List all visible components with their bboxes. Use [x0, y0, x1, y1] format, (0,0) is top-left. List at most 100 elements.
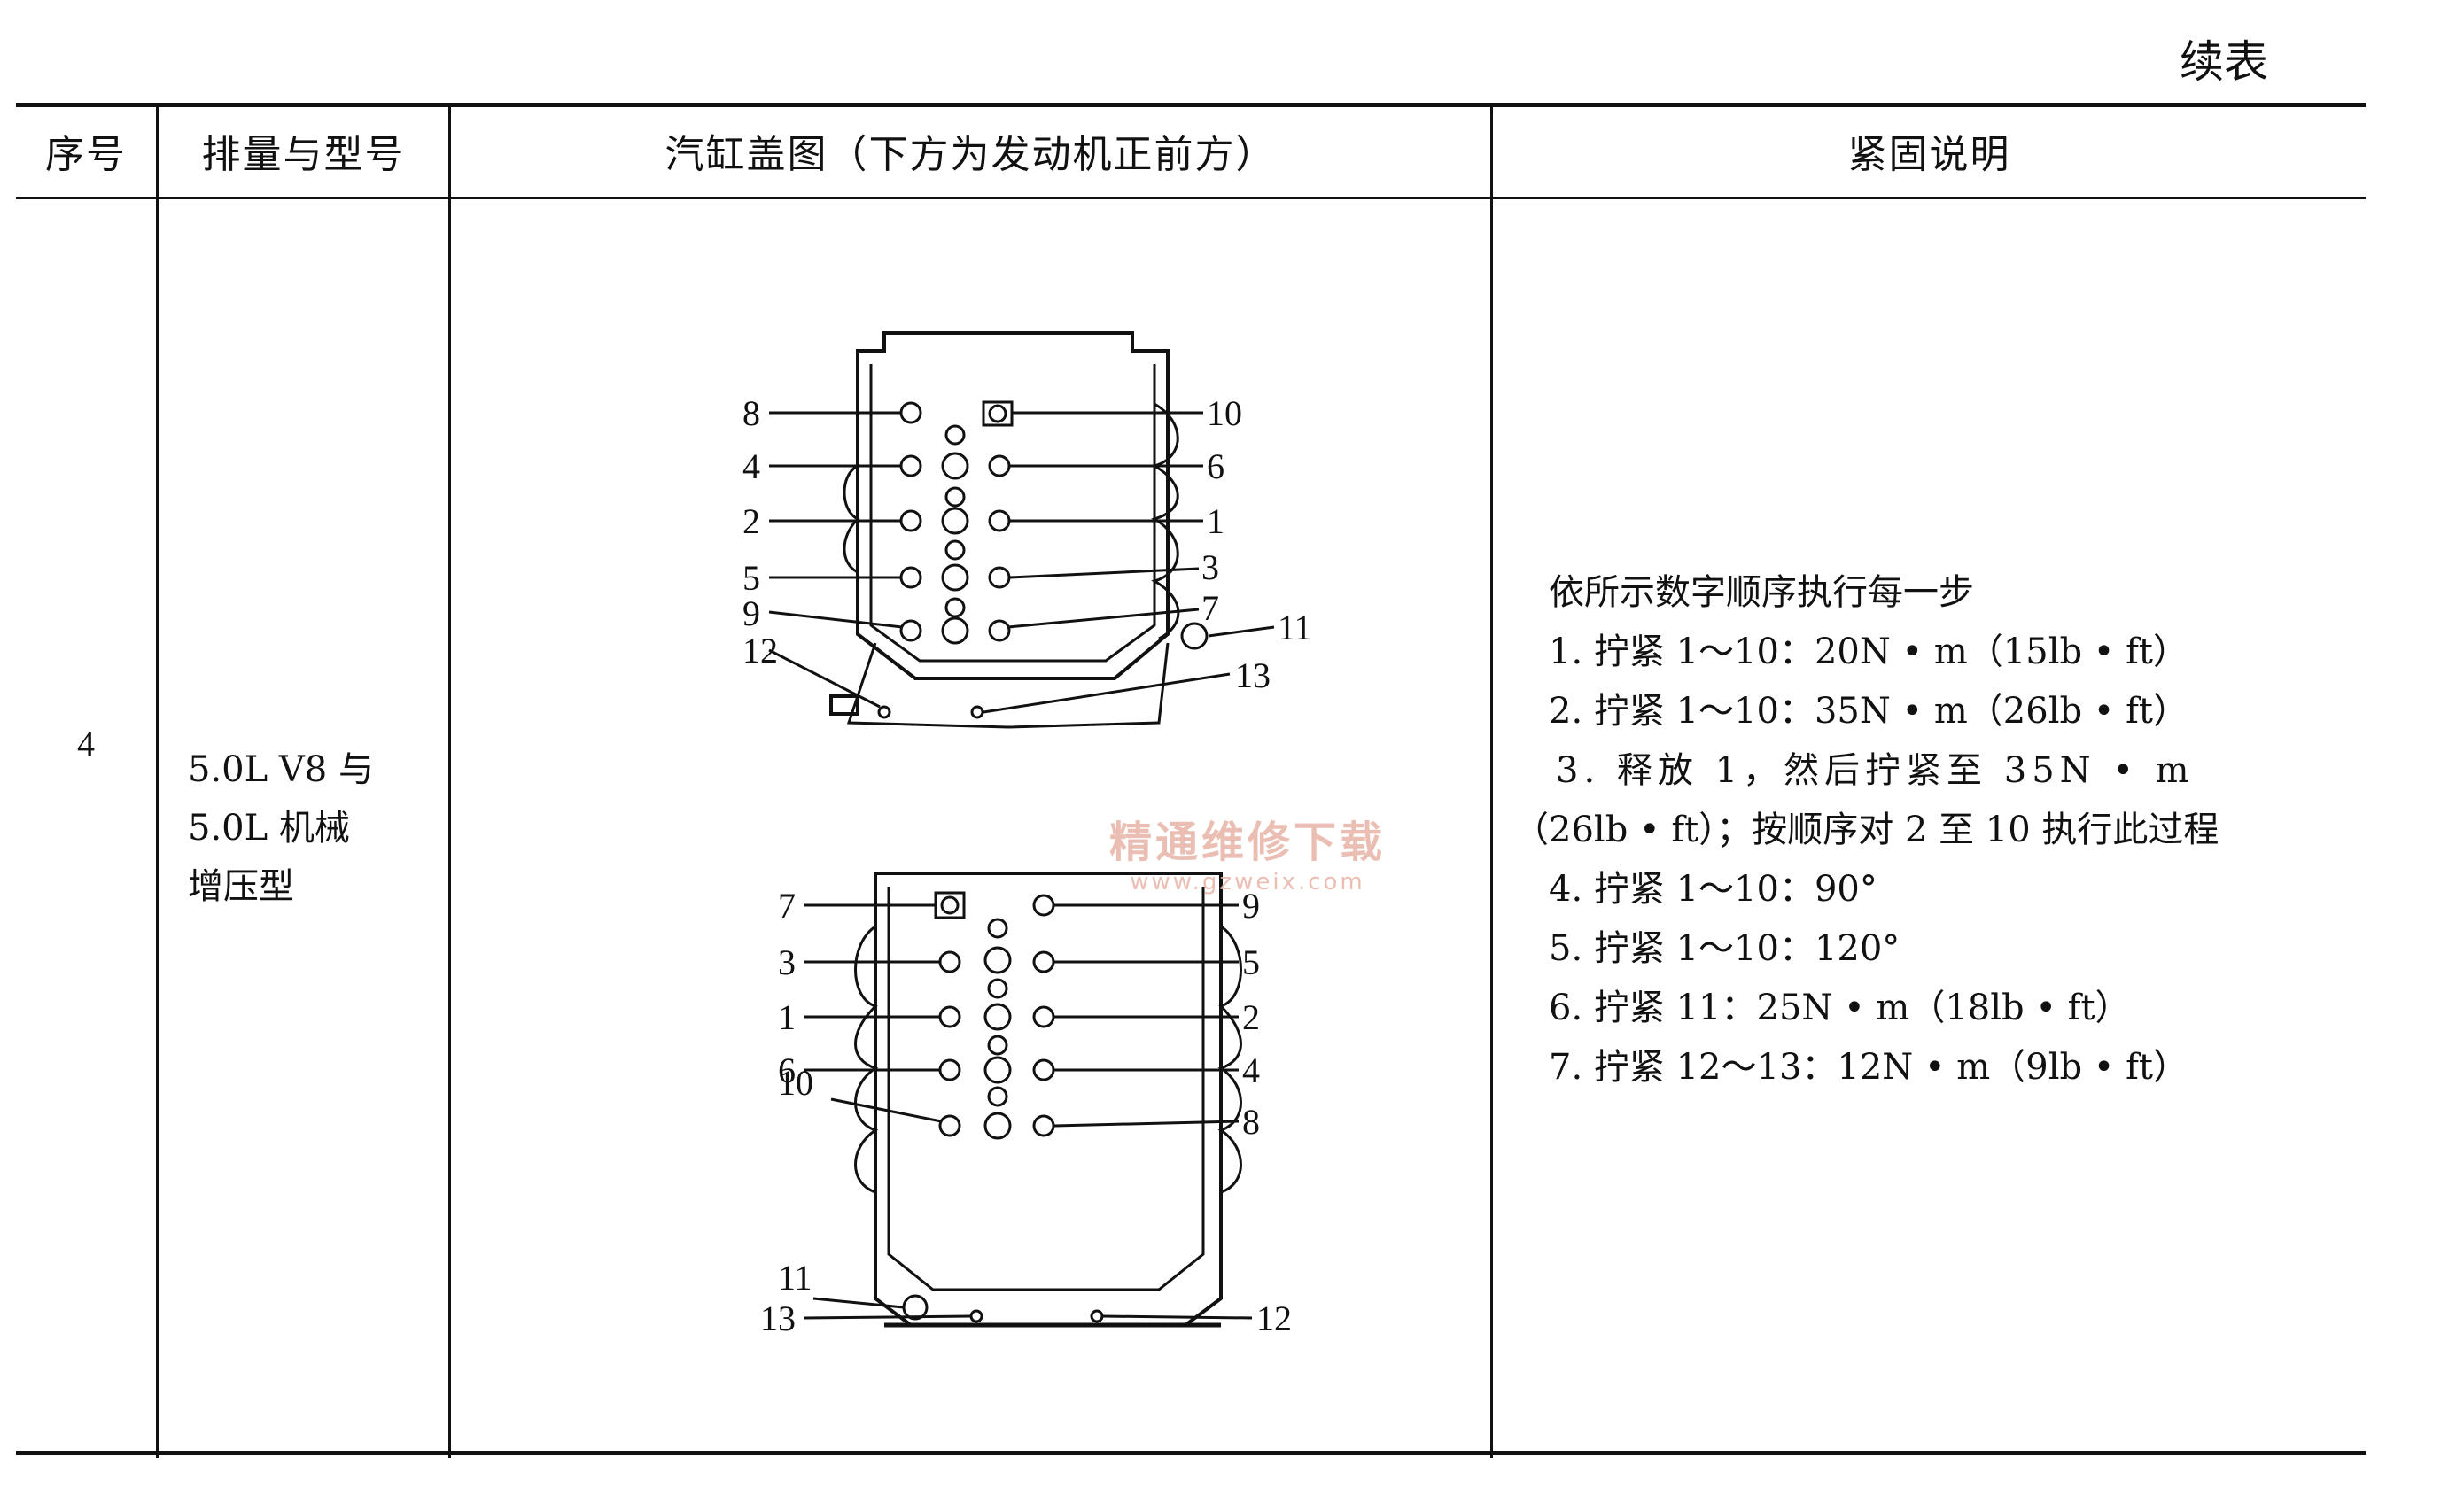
- bolt-hole-11: [1180, 622, 1209, 650]
- bolt-hole: [988, 619, 1011, 642]
- label-bottom: 4: [1242, 1050, 1260, 1090]
- center-hole: [983, 1112, 1012, 1140]
- bolt-hole: [938, 1058, 961, 1081]
- bolt-hole: [988, 566, 1011, 589]
- head-outline: [856, 331, 1170, 680]
- bolt-hole: [938, 950, 961, 973]
- watermark-url: www.gzweix.com: [1130, 869, 1365, 895]
- instruction-line: 3. 释放 1，然后拧紧至 35N • m: [1556, 750, 2195, 791]
- continued-label: 续表: [2180, 36, 2268, 88]
- instruction-line: 依所示数字顺序执行每一步: [1549, 572, 1974, 613]
- center-hole: [941, 507, 969, 535]
- label-bottom: 8: [1242, 1102, 1260, 1142]
- label-bottom: 10: [778, 1063, 813, 1103]
- bolt-hole: [899, 401, 922, 424]
- bolt-hole: [899, 509, 922, 532]
- label-top: 10: [1207, 393, 1242, 433]
- label-top: 12: [742, 631, 778, 670]
- instruction-line: 7. 拧紧 12～13：12N • m（9lb • ft）: [1549, 1047, 2188, 1088]
- instruction-line: 4. 拧紧 1～10：90°: [1549, 869, 1877, 910]
- bolt-hole: [988, 454, 1011, 477]
- bolt-hole-12: [877, 705, 891, 719]
- bolt-hole: [940, 895, 960, 915]
- label-bottom: 3: [778, 942, 796, 982]
- cylinder-head-diagram-top: 8 10 4 6 2 1 5 3 9 7 11 12 13: [742, 244, 1380, 794]
- head-side-bumps: [1217, 925, 1242, 1194]
- center-hole: [987, 978, 1008, 999]
- label-top: 5: [742, 558, 760, 598]
- head-bbox: [884, 864, 1221, 1325]
- col-divider: [1490, 103, 1493, 1458]
- label-top: 1: [1207, 501, 1224, 541]
- bolt-holes: [902, 891, 1104, 1323]
- tightening-instructions: 依所示数字顺序执行每一步 1. 拧紧 1～10：20N • m（15lb • f…: [1513, 563, 2364, 1097]
- label-bottom: 2: [1242, 997, 1260, 1037]
- leader-lines: [768, 411, 1275, 714]
- instruction-line: 5. 拧紧 1～10：120°: [1549, 928, 1900, 969]
- diagram-labels: 7 9 3 5 1 2 6 4 10 8 11 13 12: [760, 886, 1292, 1338]
- bolt-hole: [988, 404, 1007, 423]
- center-hole: [987, 1035, 1008, 1056]
- bolt-hole: [938, 1005, 961, 1028]
- center-hole: [941, 452, 969, 480]
- header-bottom-rule: [16, 197, 2366, 199]
- bolt-hole: [1032, 1114, 1055, 1137]
- header-diagram: 汽缸盖图（下方为发动机正前方）: [665, 132, 1277, 177]
- center-hole: [983, 1056, 1012, 1084]
- flange-tab: [829, 694, 859, 716]
- label-bottom: 7: [778, 886, 796, 926]
- instruction-line: 2. 拧紧 1～10：35N • m（26lb • ft）: [1549, 691, 2188, 732]
- cylinder-head-diagram-bottom: 7 9 3 5 1 2 6 4 10 8 11 13 12: [742, 829, 1380, 1360]
- bolt-hole: [899, 454, 922, 477]
- instruction-line: 1. 拧紧 1～10：20N • m（15lb • ft）: [1549, 632, 2188, 672]
- bolt-hole: [938, 1114, 961, 1137]
- row-model: 5.0L V8 与 5.0L 机械 增压型: [188, 740, 445, 916]
- label-bottom: 12: [1256, 1298, 1292, 1338]
- center-hole: [944, 539, 966, 561]
- bolt-hole: [988, 509, 1011, 532]
- instruction-line: （26lb • ft）；按顺序对 2 至 10 执行此过程: [1513, 810, 2219, 850]
- model-line: 增压型: [188, 866, 294, 907]
- bolt-hole: [1032, 1005, 1055, 1028]
- label-bottom: 5: [1242, 942, 1260, 982]
- head-front-flange: [846, 642, 1170, 729]
- bolt-hole: [1032, 894, 1055, 917]
- head-outline: [874, 872, 1223, 1327]
- label-top: 2: [742, 501, 760, 541]
- bolt-hole: [899, 619, 922, 642]
- bolt-hole-13: [969, 1309, 983, 1323]
- label-top: 3: [1201, 547, 1219, 587]
- head-inner-outline: [887, 887, 1205, 1291]
- header-model: 排量与型号: [201, 132, 406, 177]
- center-hole: [941, 563, 969, 592]
- model-line: 5.0L 机械: [188, 808, 350, 849]
- head-side-bumps: [1151, 402, 1180, 640]
- table-top-rule: [16, 103, 2366, 107]
- center-hole: [983, 946, 1012, 974]
- instruction-line: 6. 拧紧 11：25N • m（18lb • ft）: [1549, 988, 2131, 1028]
- label-bottom: 9: [1242, 886, 1260, 926]
- center-hole: [944, 486, 966, 508]
- bolt-hole: [1032, 1058, 1055, 1081]
- center-hole: [987, 1086, 1008, 1107]
- torque-table: 序号 排量与型号 汽缸盖图（下方为发动机正前方） 紧固说明 4 5.0L V8 …: [16, 103, 2366, 1458]
- bolt-hole-12: [1090, 1309, 1104, 1323]
- center-hole: [944, 597, 966, 618]
- watermark: 精通维修下载 www.gzweix.com: [1061, 807, 1434, 895]
- table-bottom-rule: [16, 1451, 2366, 1455]
- head-side-bumps: [854, 925, 879, 1194]
- bolt-hole: [1032, 950, 1055, 973]
- col-divider: [156, 103, 159, 1458]
- label-top: 4: [742, 446, 760, 486]
- leader-lines: [804, 903, 1253, 1320]
- model-line: 5.0L V8 与: [188, 749, 374, 790]
- head-side-bumps: [843, 464, 860, 574]
- bolt-holes: [877, 400, 1209, 719]
- center-hole: [987, 918, 1008, 939]
- label-top: 11: [1278, 608, 1312, 647]
- header-instructions: 紧固说明: [1847, 132, 2011, 177]
- center-hole: [983, 1003, 1012, 1031]
- row-seq: 4: [77, 724, 95, 764]
- bolt-hole: [899, 566, 922, 589]
- label-top: 6: [1207, 446, 1224, 486]
